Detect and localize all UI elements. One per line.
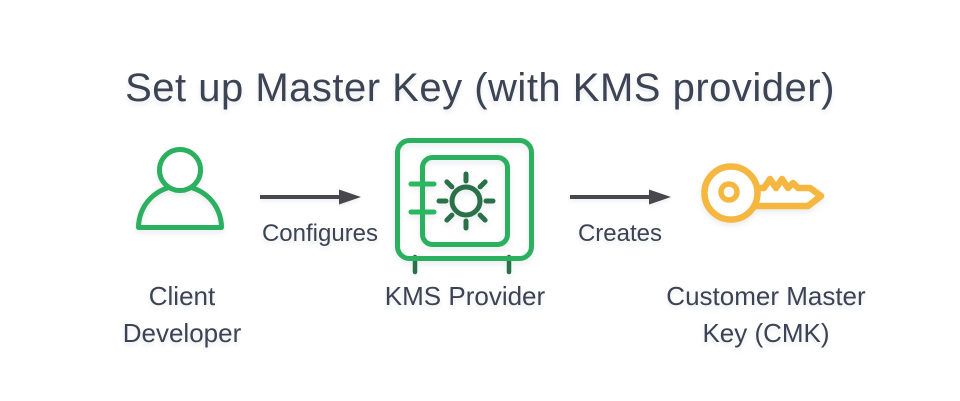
node-label-line: KMS Provider <box>384 281 546 311</box>
edge-label-creates: Creates <box>577 220 663 247</box>
node-label-line: Client <box>148 281 216 311</box>
vault-icon <box>395 138 534 275</box>
node-label-line: Customer Master <box>666 281 866 311</box>
edge-label-configures: Configures <box>261 220 379 247</box>
node-label-line: Key (CMK) <box>702 318 830 348</box>
diagram-title: Set up Master Key (with KMS provider) <box>125 66 835 110</box>
creates-arrow-icon <box>570 189 671 205</box>
node-label-line: Developer <box>122 318 242 348</box>
node-label-kms-provider: KMS Provider <box>365 278 565 315</box>
node-label-customer-master-key: Customer Master Key (CMK) <box>641 278 891 352</box>
node-label-client-developer: Client Developer <box>82 278 282 352</box>
configures-arrow-icon <box>260 189 361 205</box>
key-icon <box>701 163 825 223</box>
person-icon <box>136 147 224 230</box>
